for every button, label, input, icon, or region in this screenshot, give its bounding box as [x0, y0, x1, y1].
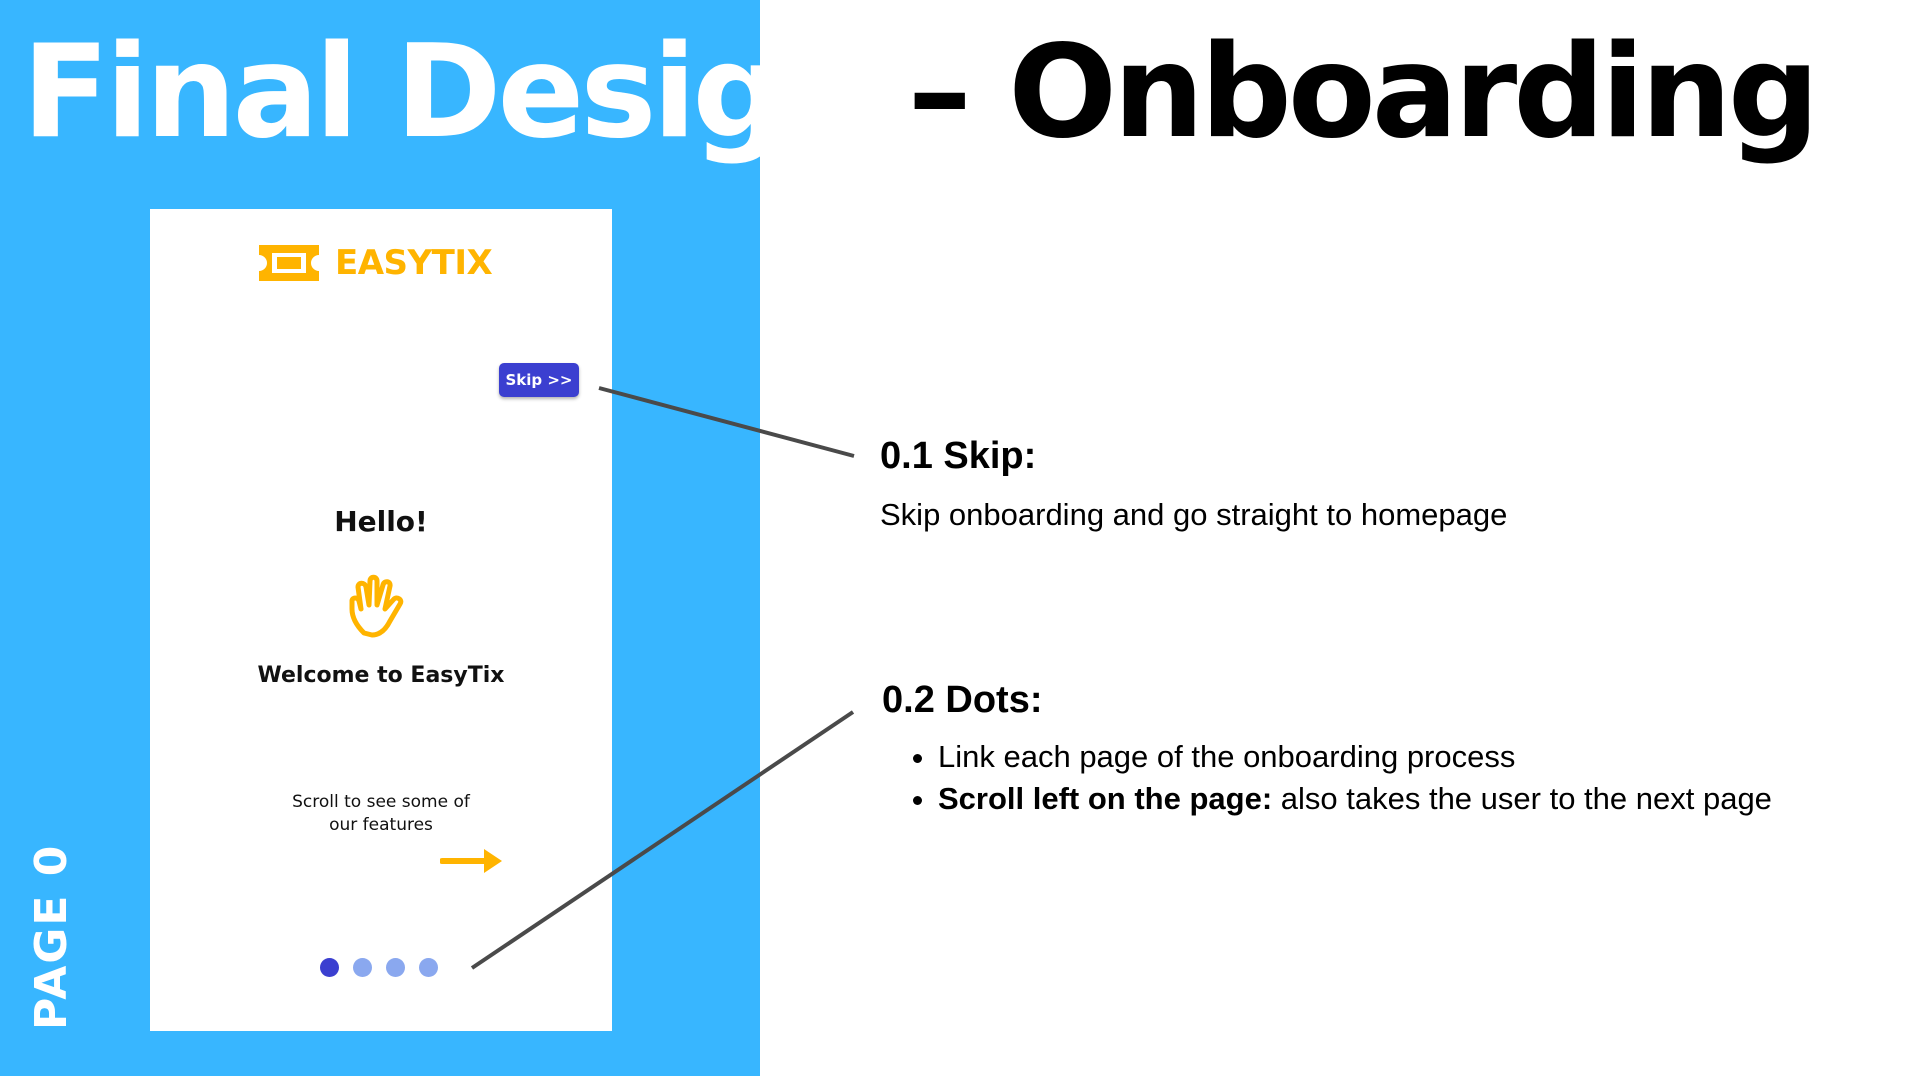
ticket-icon	[259, 245, 319, 281]
logo: EASYTIX	[257, 241, 493, 285]
hello-heading: Hello!	[334, 505, 428, 538]
skip-button[interactable]: Skip >>	[499, 363, 579, 397]
vulcan-salute-hand-icon	[349, 574, 404, 638]
skip-annotation-body: Skip onboarding and go straight to homep…	[880, 497, 1508, 532]
welcome-text: Welcome to EasyTix	[257, 663, 505, 688]
arrow-right-icon[interactable]	[440, 845, 506, 877]
dots-bullet-1-text: Link each page of the onboarding process	[938, 739, 1516, 774]
logo-text: EASYTIX	[335, 243, 493, 283]
scroll-hint: Scroll to see some of our features	[236, 791, 526, 837]
dots-annotation-heading: 0.2 Dots:	[882, 679, 1043, 721]
dots-annotation-bullet-1: Link each page of the onboarding process	[938, 736, 1772, 778]
dots-bullet-2-rest: also takes the user to the next page	[1272, 781, 1772, 816]
dots-annotation-bullet-2: Scroll left on the page: also takes the …	[938, 778, 1772, 820]
phone-mockup: EASYTIX Skip >> Hello! Welcome to EasyTi…	[150, 209, 612, 1031]
pagination-dot-1[interactable]	[320, 958, 339, 977]
skip-annotation: 0.1 Skip: Skip onboarding and go straigh…	[880, 434, 1507, 534]
pagination-dot-4[interactable]	[419, 958, 438, 977]
pagination-dot-2[interactable]	[353, 958, 372, 977]
dots-annotation: 0.2 Dots: Link each page of the onboardi…	[882, 678, 1772, 820]
dots-bullet-2-bold: Scroll left on the page:	[938, 781, 1273, 816]
scroll-hint-line-1: Scroll to see some of	[292, 792, 470, 812]
pagination-dot-3[interactable]	[386, 958, 405, 977]
pagination-dots	[320, 958, 438, 977]
skip-annotation-heading: 0.1 Skip:	[880, 435, 1037, 477]
dots-annotation-list: Link each page of the onboarding process…	[882, 736, 1772, 820]
slide-title: Final Design – Onboarding	[22, 18, 1820, 168]
dots-callout-line	[470, 710, 855, 970]
skip-callout-line	[598, 386, 855, 458]
slide-title-part-a: Final Design	[22, 18, 871, 167]
scroll-hint-line-2: our features	[329, 815, 433, 835]
slide-title-part-b: – Onboarding	[867, 18, 1820, 167]
